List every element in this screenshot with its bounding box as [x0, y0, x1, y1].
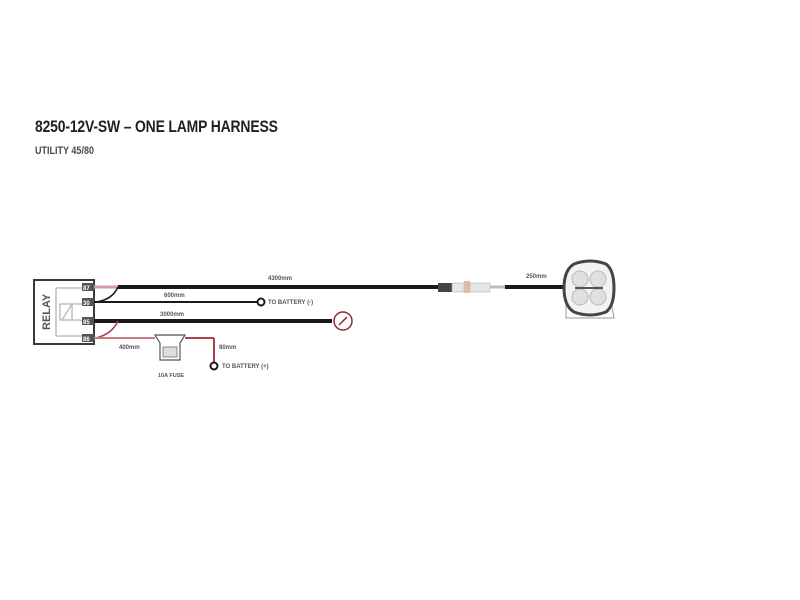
relay: RELAY 87 30 85 86: [33, 279, 95, 345]
diagram-subtitle: UTILITY 45/80: [35, 145, 94, 157]
main-wire-length: 4300mm: [268, 276, 292, 282]
pin-label-85: 85: [83, 320, 90, 326]
switch-wire-length: 3000mm: [160, 312, 184, 318]
battery-pos-terminal-icon: [209, 361, 219, 371]
pin-label-87: 87: [83, 286, 90, 292]
pin-label-86: 86: [83, 337, 90, 343]
battery-neg-terminal-icon: [256, 297, 266, 307]
fuse-label: 10A FUSE: [158, 373, 184, 379]
lamp-icon: [562, 259, 616, 319]
pin-label-30: 30: [83, 301, 90, 307]
relay-pin-30: [82, 298, 94, 306]
battery-pos-label: TO BATTERY (+): [222, 364, 269, 370]
ground-wire-length: 600mm: [164, 293, 185, 299]
lamp-wire-length: 250mm: [526, 274, 547, 280]
connector-icon: [438, 281, 565, 293]
battery-pos-wire-length: 80mm: [219, 345, 236, 351]
relay-label: RELAY: [41, 293, 53, 330]
relay-pin-87: [82, 283, 94, 291]
battery-neg-label: TO BATTERY (-): [268, 300, 313, 306]
diagram-title: 8250-12V-SW – ONE LAMP HARNESS: [35, 117, 278, 136]
relay-pin-86: [82, 334, 94, 342]
switch-icon: [333, 311, 353, 331]
relay-pin-85: [82, 317, 94, 325]
wires: [94, 285, 440, 371]
fuse-in-wire-length: 400mm: [119, 345, 140, 351]
fuse-icon: [153, 334, 187, 361]
